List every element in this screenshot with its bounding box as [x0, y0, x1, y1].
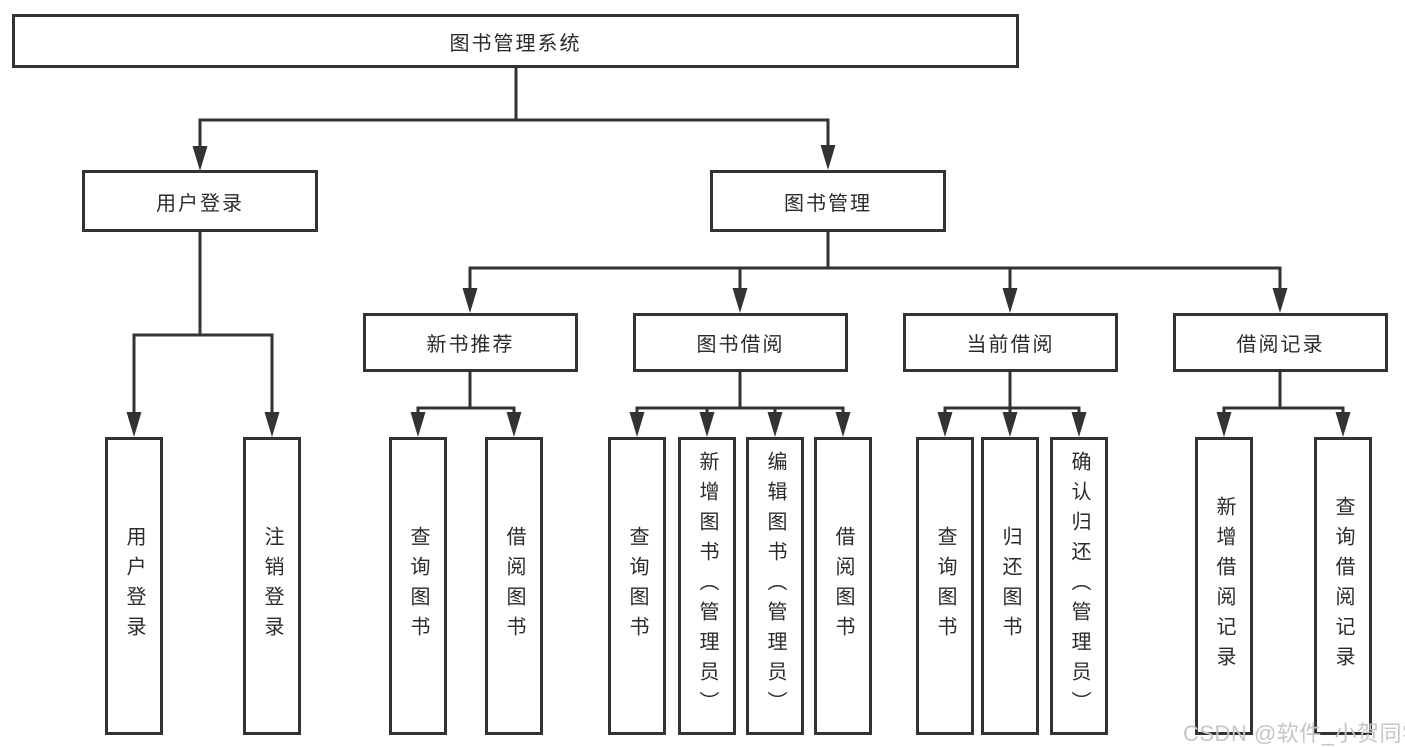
leaf-recommend-borrow-books: 借阅图书	[485, 437, 543, 735]
node-new-book-recommend: 新书推荐	[363, 313, 578, 372]
leaf-current-confirm-return-admin: 确认归还（管理员）	[1050, 437, 1108, 735]
connector-root-to-level2	[192, 66, 836, 171]
node-root-library-system: 图书管理系统	[12, 14, 1019, 68]
leaf-borrow-borrow-books: 借阅图书	[814, 437, 872, 735]
node-book-borrow: 图书借阅	[633, 313, 848, 372]
connector-current-to-leaves	[937, 370, 1087, 437]
leaf-logout: 注销登录	[243, 437, 301, 735]
leaf-record-add-borrow-record: 新增借阅记录	[1195, 437, 1253, 735]
leaf-record-query-borrow-record: 查询借阅记录	[1314, 437, 1372, 735]
leaf-current-return-books: 归还图书	[981, 437, 1039, 735]
leaf-borrow-query-books: 查询图书	[608, 437, 666, 735]
node-book-management: 图书管理	[710, 170, 946, 232]
connector-record-to-leaves	[1216, 370, 1351, 437]
watermark: CSDN @软件_小贺同学	[1183, 721, 1405, 746]
connector-userlogin-to-leaves	[126, 230, 280, 437]
leaf-user-login: 用户登录	[105, 437, 163, 735]
connector-bookmgmt-to-level3	[462, 230, 1288, 313]
node-user-login: 用户登录	[82, 170, 318, 232]
leaf-borrow-edit-books-admin: 编辑图书（管理员）	[746, 437, 804, 735]
leaf-recommend-query-books: 查询图书	[389, 437, 447, 735]
connector-recommend-to-leaves	[410, 370, 522, 437]
node-current-borrow: 当前借阅	[903, 313, 1118, 372]
connector-borrow-to-leaves	[629, 370, 851, 437]
node-borrow-records: 借阅记录	[1173, 313, 1388, 372]
leaf-current-query-books: 查询图书	[916, 437, 974, 735]
leaf-borrow-add-books-admin: 新增图书（管理员）	[678, 437, 736, 735]
